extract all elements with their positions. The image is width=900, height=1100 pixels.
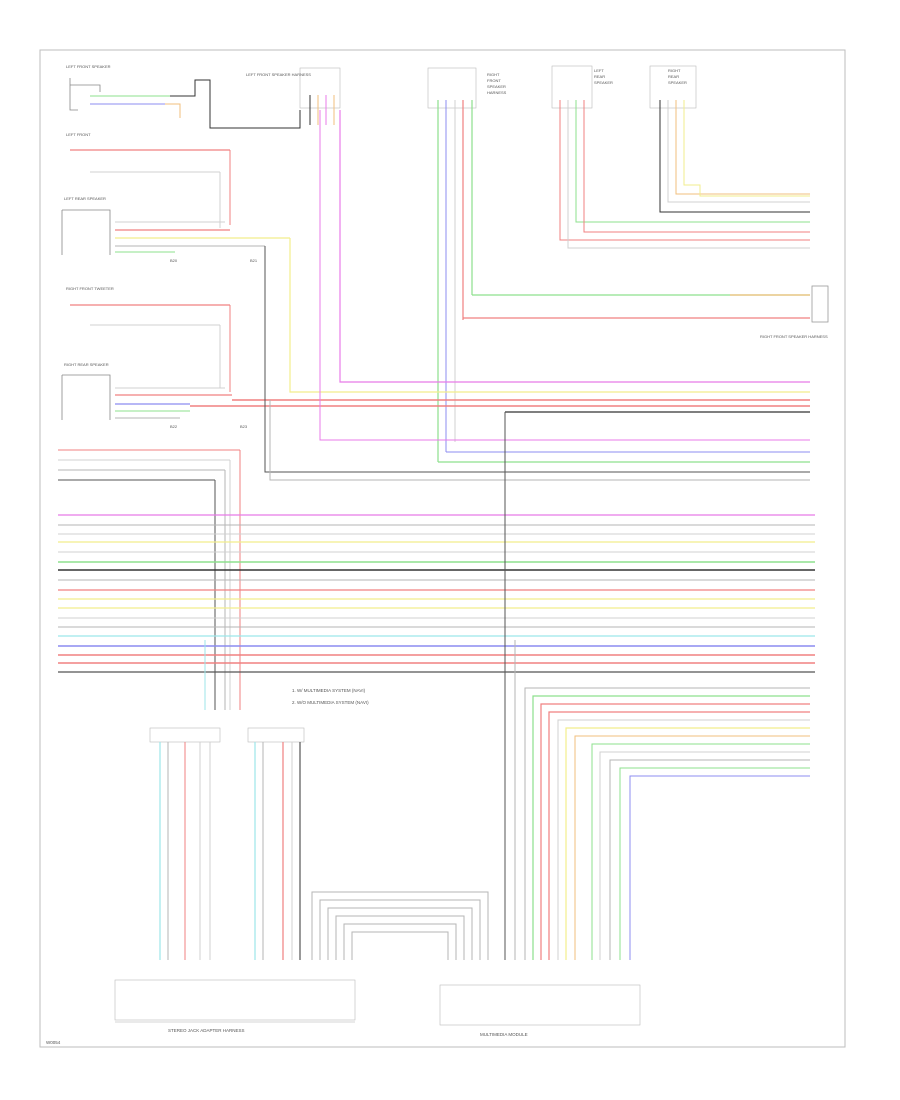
component-label-left-front-tweeter: LEFT FRONT bbox=[66, 132, 91, 137]
component-label-left-front-speaker-harness: LEFT FRONT SPEAKER HARNESS bbox=[246, 72, 311, 77]
component-label-left-front-speaker: LEFT FRONT SPEAKER bbox=[66, 64, 111, 69]
svg-text:SPEAKER: SPEAKER bbox=[668, 80, 687, 85]
component-label-multimedia-module: MULTIMEDIA MODULE bbox=[480, 1032, 528, 1037]
main-horizontal-bus bbox=[58, 514, 815, 673]
svg-text:FRONT: FRONT bbox=[487, 78, 501, 83]
left-rear-speaker-group: LEFT REAR SPEAKER B20 B21 bbox=[61, 196, 290, 263]
right-rear-speaker-group: RIGHT REAR SPEAKER B22 B23 bbox=[61, 362, 248, 429]
legend-note-1: 1. W/ MULTIMEDIA SYSTEM (NAVI) bbox=[292, 688, 366, 693]
multimedia-feed-lines bbox=[504, 412, 810, 960]
component-label-right-front-speaker-harness: RIGHT FRONT SPEAKER HARNESS bbox=[760, 334, 828, 339]
legend-notes: 1. W/ MULTIMEDIA SYSTEM (NAVI) 2. W/O MU… bbox=[292, 688, 369, 705]
stereo-jack-adapter-group: STEREO JACK ADAPTER HARNESS bbox=[114, 640, 356, 1033]
adapter-to-multimedia-lines bbox=[311, 891, 489, 960]
legend-note-2: 2. W/O MULTIMEDIA SYSTEM (NAVI) bbox=[292, 700, 369, 705]
page-code: W0054 bbox=[46, 1040, 61, 1045]
svg-text:SPEAKER: SPEAKER bbox=[594, 80, 613, 85]
svg-text:RIGHT: RIGHT bbox=[487, 72, 500, 77]
left-rear-speaker-harness-group: LEFT REAR SPEAKER bbox=[551, 65, 810, 249]
right-front-speaker-harness-top-group: RIGHT FRONT SPEAKER HARNESS bbox=[427, 67, 507, 462]
component-label-stereo-jack-adapter-harness: STEREO JACK ADAPTER HARNESS bbox=[168, 1028, 245, 1033]
svg-text:B20: B20 bbox=[170, 258, 178, 263]
right-front-tweeter-connector-group: RIGHT FRONT SPEAKER HARNESS bbox=[463, 285, 829, 339]
svg-text:HARNESS: HARNESS bbox=[487, 90, 507, 95]
left-front-tweeter-group: LEFT FRONT bbox=[66, 132, 231, 228]
svg-text:B23: B23 bbox=[240, 424, 248, 429]
left-front-speaker-harness-group: LEFT FRONT SPEAKER HARNESS bbox=[246, 67, 341, 125]
middle-bus-top bbox=[190, 110, 810, 481]
left-front-speaker-group: LEFT FRONT SPEAKER bbox=[66, 64, 301, 129]
component-label-right-front-tweeter: RIGHT FRONT TWEETER bbox=[66, 286, 114, 291]
component-label-left-rear-speaker: LEFT REAR SPEAKER bbox=[64, 196, 106, 201]
svg-text:B22: B22 bbox=[170, 424, 178, 429]
multimedia-module-group: MULTIMEDIA MODULE bbox=[439, 984, 641, 1037]
svg-text:SPEAKER: SPEAKER bbox=[487, 84, 506, 89]
svg-text:RIGHT: RIGHT bbox=[668, 68, 681, 73]
component-label-right-rear-speaker: RIGHT REAR SPEAKER bbox=[64, 362, 109, 367]
svg-text:REAR: REAR bbox=[594, 74, 605, 79]
svg-text:REAR: REAR bbox=[668, 74, 679, 79]
svg-text:B21: B21 bbox=[250, 258, 258, 263]
diagram-frame bbox=[39, 49, 846, 1048]
right-front-tweeter-group: RIGHT FRONT TWEETER bbox=[66, 286, 231, 392]
svg-text:LEFT: LEFT bbox=[594, 68, 604, 73]
right-rear-speaker-harness-group: RIGHT REAR SPEAKER bbox=[649, 65, 810, 213]
